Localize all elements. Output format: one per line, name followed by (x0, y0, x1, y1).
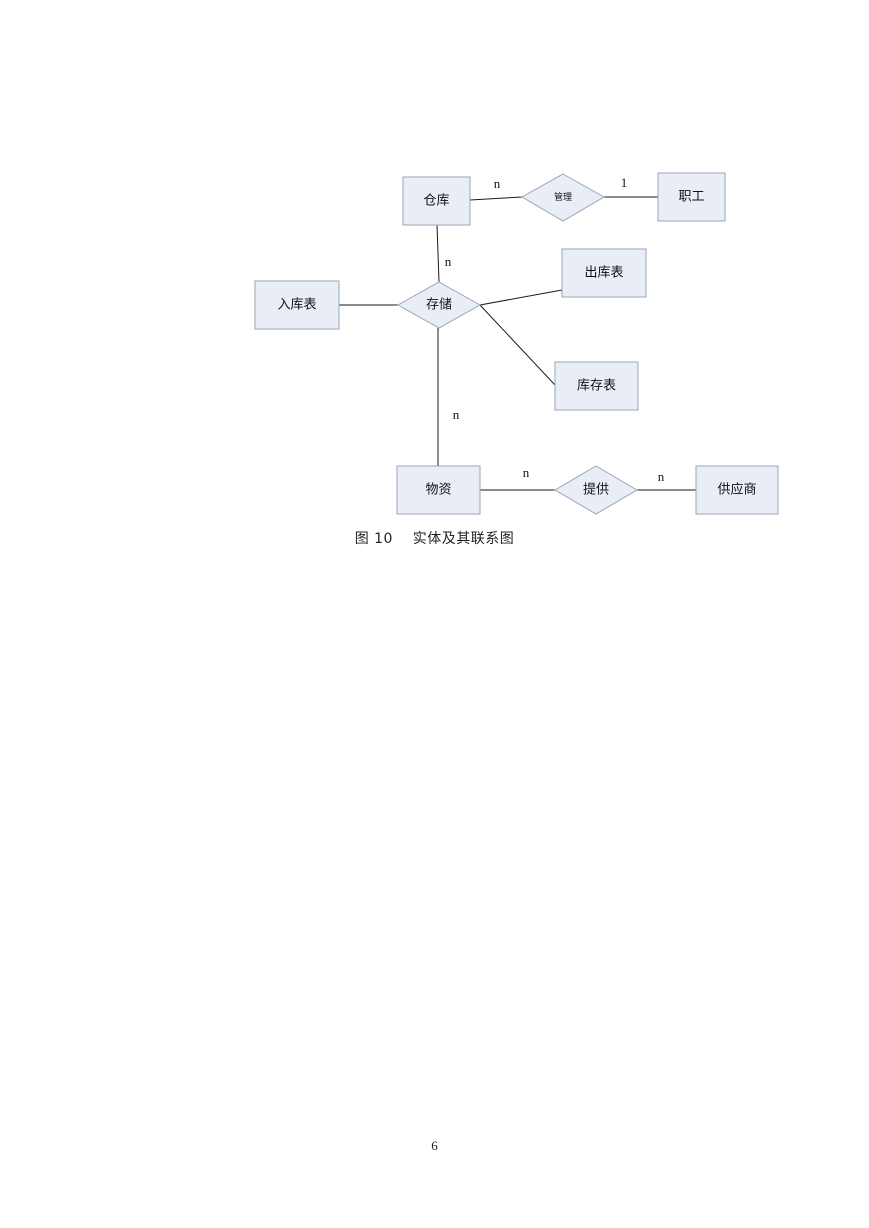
entity-stock: 库存表 (554, 361, 639, 411)
relationship-diamond (520, 173, 606, 222)
cardinality-supply-supplier: n (658, 469, 665, 484)
entity-label: 物资 (425, 483, 451, 498)
entity-material: 物资 (396, 465, 481, 515)
entity-box (402, 176, 471, 226)
entity-box (554, 361, 639, 411)
entity-label: 出库表 (584, 265, 623, 281)
figure-number: 图 10 (354, 531, 393, 547)
cardinality-store-material: n (453, 407, 460, 422)
relationship-label: 管理 (554, 191, 572, 203)
entity-label: 职工 (678, 190, 704, 205)
edge-warehouse-store (436, 224, 440, 283)
page-number: 6 (431, 1138, 438, 1153)
relationship-manage: 管理 (520, 173, 606, 222)
figure-title: 实体及其联系图 (412, 531, 515, 547)
cardinality-warehouse-store: n (445, 254, 452, 269)
entity-box (695, 465, 779, 515)
cardinality-material-supply: n (523, 465, 530, 480)
entity-box (561, 248, 647, 298)
relationship-label: 存储 (426, 298, 452, 313)
relationship-supply: 提供 (554, 465, 638, 515)
entity-label: 供应商 (717, 482, 756, 498)
entity-supplier: 供应商 (695, 465, 779, 515)
caption-gap (393, 531, 413, 547)
relationship-diamond (396, 281, 482, 329)
entity-outbound: 出库表 (561, 248, 647, 298)
entity-label: 仓库 (423, 193, 449, 209)
entity-staff: 职工 (657, 172, 726, 222)
figure-caption: 图 10 实体及其联系图 (0, 528, 869, 548)
cardinality-warehouse-manage: n (494, 176, 501, 191)
entity-label: 库存表 (577, 378, 616, 394)
relationship-diamond (554, 465, 638, 515)
cardinality-manage-staff: 1 (621, 175, 628, 190)
relationship-label: 提供 (583, 482, 609, 498)
entity-inbound: 入库表 (254, 280, 340, 330)
edge-store-outbound (479, 289, 563, 306)
entity-warehouse: 仓库 (402, 176, 471, 226)
edge-store-stock (479, 304, 556, 386)
entity-label: 入库表 (277, 297, 316, 313)
relationship-store: 存储 (396, 281, 482, 329)
entity-box (396, 465, 481, 515)
entity-box (254, 280, 340, 330)
entity-box (657, 172, 726, 222)
edge-warehouse-manage (469, 196, 523, 201)
